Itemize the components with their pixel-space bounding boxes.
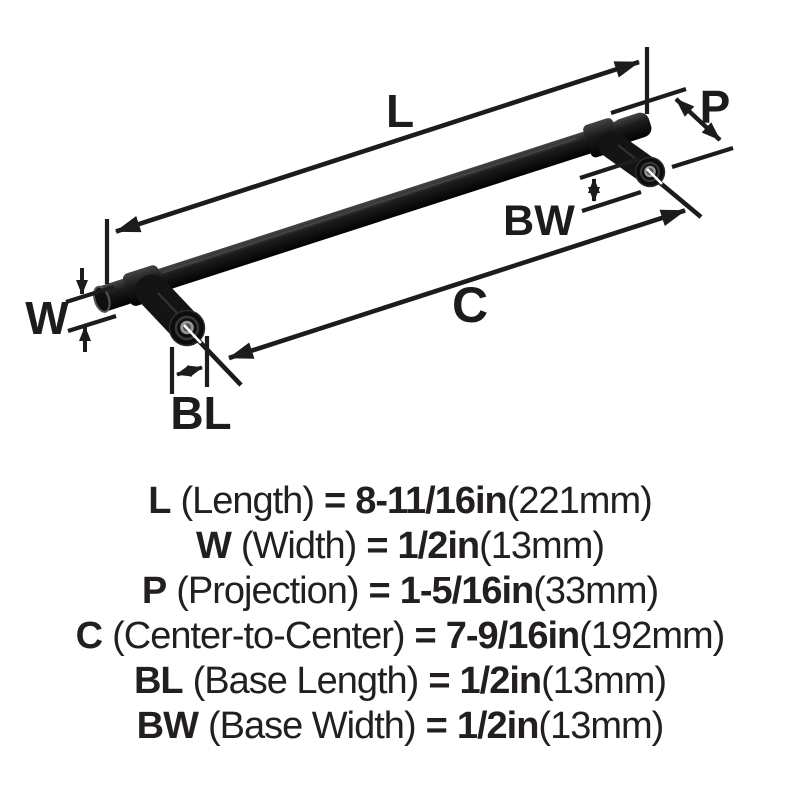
dimension-code: BW [136, 705, 199, 747]
dimension-value: 1/2in [397, 525, 481, 567]
legend-row-width: W(Width)=1/2in(13mm) [0, 524, 800, 569]
equals-sign: = [428, 660, 450, 702]
legend-row-center-to-center: C(Center-to-Center)=7-9/16in(192mm) [0, 614, 800, 659]
dim-c-center-tick-left [196, 338, 243, 387]
dimension-code: C [75, 615, 103, 657]
pull-handle-diagram: L W P BW C [25, 47, 734, 439]
legend-row-length: L(Length)=8-11/16in(221mm) [0, 479, 800, 524]
dimension-name: (Base Width) [207, 705, 417, 747]
dimension-code: BL [133, 660, 184, 702]
left-post-highlight [157, 292, 179, 315]
legend-row-base-length: BL(Base Length)=1/2in(13mm) [0, 659, 800, 704]
dim-bl-label: BL [170, 387, 231, 439]
dimension-value: 1/2in [459, 660, 543, 702]
equals-sign: = [368, 570, 391, 612]
right-center-mark [646, 168, 663, 185]
dimension-code: P [141, 570, 167, 612]
left-center-mark [183, 324, 202, 344]
dim-bw-tick-upper [579, 157, 640, 180]
dim-l-line [115, 59, 640, 234]
dimension-projection [610, 86, 734, 170]
dimension-value: 1-5/16in [399, 570, 535, 612]
equals-sign: = [366, 525, 388, 567]
equals-sign: = [323, 480, 346, 522]
left-base-chamfer [174, 315, 200, 341]
dim-bw-label: BW [503, 197, 575, 245]
legend-row-projection: P(Projection)=1-5/16in(33mm) [0, 569, 800, 614]
dim-w-label: W [25, 292, 69, 344]
dimension-metric: (33mm) [533, 570, 659, 612]
dim-w-tick-upper [65, 284, 115, 305]
dimension-base-width [579, 157, 642, 213]
dimension-center-to-center [196, 180, 703, 387]
dim-l-label: L [386, 85, 414, 137]
dim-c-label: C [452, 277, 488, 333]
dimension-value: 8-11/16in [355, 480, 508, 522]
dimension-metric: (13mm) [541, 660, 667, 702]
equals-sign: = [425, 705, 448, 747]
dim-w-tick-lower [67, 313, 117, 334]
dimension-code: W [195, 525, 232, 567]
dim-bl-arrow [176, 364, 203, 378]
dimension-name: (Projection) [176, 570, 359, 612]
right-base-chamfer [639, 161, 661, 183]
dim-p-ext-lower [671, 145, 734, 170]
dimension-metric: (13mm) [479, 525, 605, 567]
dim-c-line [228, 208, 686, 361]
dimension-metric: (13mm) [538, 705, 664, 747]
dimension-value: 1/2in [456, 705, 540, 747]
dimension-value: 7-9/16in [445, 615, 581, 657]
dim-bw-tick-lower [581, 190, 642, 213]
legend-row-base-width: BW(Base Width)=1/2in(13mm) [0, 704, 800, 749]
equals-sign: = [414, 615, 437, 657]
dimension-base-length [169, 336, 210, 394]
dimension-name: (Base Length) [192, 660, 420, 702]
dim-c-center-tick-right [657, 180, 703, 219]
dim-p-ext-upper [610, 86, 687, 116]
dimension-name: (Width) [240, 525, 357, 567]
dimension-legend: L(Length)=8-11/16in(221mm) W(Width)=1/2i… [0, 479, 800, 749]
dimension-code: L [148, 480, 171, 522]
dim-p-label: P [700, 81, 731, 133]
dimension-metric: (221mm) [506, 480, 653, 522]
dimension-metric: (192mm) [579, 615, 725, 657]
dimension-name: (Center-to-Center) [112, 615, 405, 657]
dimension-name: (Length) [180, 480, 315, 522]
dim-p-arrow [674, 97, 722, 142]
dimension-width [65, 268, 117, 352]
